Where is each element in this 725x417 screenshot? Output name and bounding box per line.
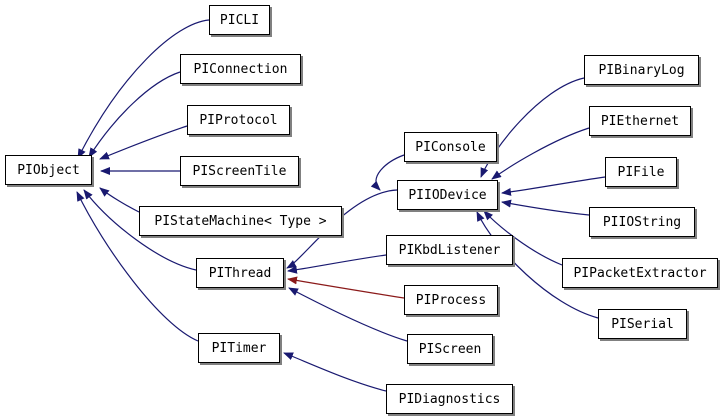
- class-node-piethernet[interactable]: PIEthernet: [589, 106, 691, 136]
- class-node-picli[interactable]: PICLI: [209, 5, 270, 35]
- class-node-label: PIFile: [617, 164, 665, 180]
- class-node-label: PIBinaryLog: [598, 62, 685, 78]
- class-node-label: PIIOString: [602, 214, 682, 230]
- edge-pithread-to-piobject: [83, 189, 197, 271]
- class-node-label: PIDiagnostics: [398, 391, 501, 407]
- class-node-label: PICLI: [219, 12, 260, 28]
- class-node-piconsole[interactable]: PIConsole: [404, 132, 497, 162]
- class-node-piscreen[interactable]: PIScreen: [407, 334, 493, 364]
- class-node-piconnection[interactable]: PIConnection: [180, 54, 301, 84]
- edge-piprocess-to-pithread: [287, 276, 405, 299]
- class-node-label: PIPacketExtractor: [573, 265, 707, 281]
- class-node-label: PIScreen: [418, 341, 482, 357]
- class-node-piiodevice[interactable]: PIIODevice: [397, 180, 498, 210]
- edge-piprotocol-to-piobject: [99, 125, 188, 160]
- edge-pidiagnostics-to-pitimer: [283, 352, 387, 392]
- class-node-pibinarylog[interactable]: PIBinaryLog: [584, 55, 699, 85]
- edge-picli-to-piobject: [77, 19, 210, 159]
- edge-piethernet-to-piiodevice: [491, 127, 590, 180]
- class-node-pipacketextractor[interactable]: PIPacketExtractor: [562, 258, 718, 288]
- class-node-label: PIObject: [17, 162, 80, 178]
- class-node-pitimer[interactable]: PITimer: [198, 333, 280, 363]
- edges-group: [76, 19, 606, 392]
- class-node-pithread[interactable]: PIThread: [196, 258, 284, 288]
- class-node-piiostring[interactable]: PIIOString: [589, 207, 695, 237]
- class-node-label: PIProtocol: [199, 112, 278, 128]
- class-node-piprocess[interactable]: PIProcess: [404, 285, 498, 315]
- edge-pitimer-to-piobject: [76, 191, 199, 342]
- class-node-label: PIStateMachine< Type >: [154, 213, 327, 229]
- class-node-label: PIScreenTile: [192, 163, 287, 179]
- class-node-label: PIProcess: [415, 292, 487, 308]
- class-node-label: PIConnection: [193, 61, 288, 77]
- class-node-label: PITimer: [211, 340, 267, 356]
- edge-piconsole-to-piiodevice: [370, 154, 405, 191]
- edge-piscreen-to-pithread: [288, 287, 408, 342]
- class-node-label: PISerial: [611, 316, 674, 332]
- class-node-piscreentile[interactable]: PIScreenTile: [180, 156, 299, 186]
- class-node-label: PIIODevice: [408, 187, 487, 203]
- class-node-label: PIEthernet: [600, 113, 680, 129]
- class-node-label: PIConsole: [415, 139, 486, 155]
- class-node-pikbdlistener[interactable]: PIKbdListener: [386, 235, 513, 265]
- edge-pipacketextractor-to-piiodevice: [483, 210, 563, 266]
- class-node-pistatemachine[interactable]: PIStateMachine< Type >: [139, 206, 342, 236]
- class-node-pifile[interactable]: PIFile: [605, 157, 677, 187]
- class-node-label: PIThread: [208, 265, 272, 281]
- class-node-label: PIKbdListener: [398, 242, 501, 258]
- class-node-piobject[interactable]: PIObject: [5, 155, 92, 185]
- edge-piconnection-to-piobject: [88, 71, 181, 158]
- edge-piiostring-to-piiodevice: [501, 199, 590, 216]
- class-node-piserial[interactable]: PISerial: [598, 309, 687, 339]
- class-node-pidiagnostics[interactable]: PIDiagnostics: [386, 384, 513, 414]
- edge-pibinarylog-to-piiodevice: [480, 77, 585, 178]
- edge-pistatemachine-to-piobject: [99, 187, 140, 213]
- edge-piserial-to-piiodevice: [476, 211, 599, 319]
- edge-pifile-to-piiodevice: [501, 176, 606, 196]
- class-node-piprotocol[interactable]: PIProtocol: [187, 105, 290, 135]
- edge-pikbdlistener-to-pithread: [287, 254, 387, 274]
